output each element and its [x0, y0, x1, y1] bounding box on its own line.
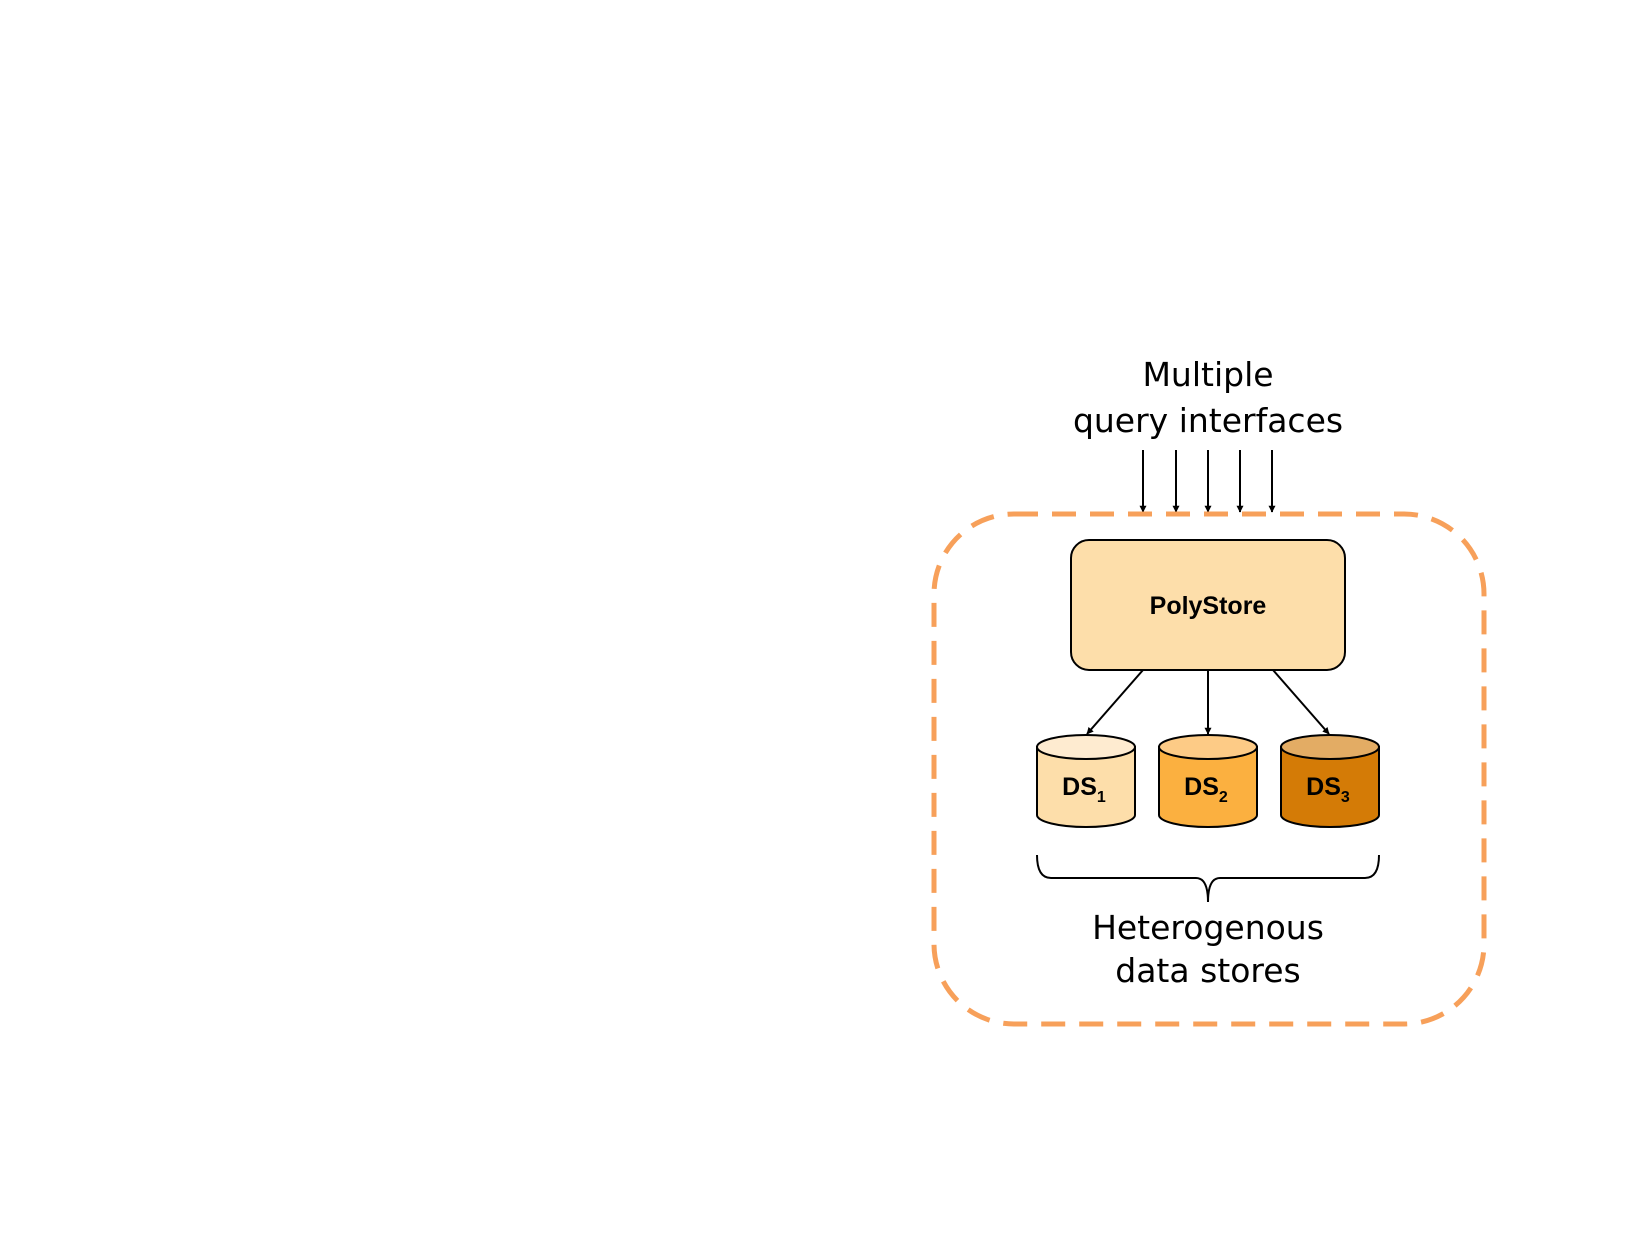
ds1-label-subscript: 1: [1097, 789, 1106, 806]
polystore-label: PolyStore: [1150, 592, 1267, 620]
ds3-label: DS3: [1306, 773, 1350, 806]
ds2-cylinder-body: [1158, 746, 1258, 828]
ds1-label-base: DS: [1062, 773, 1097, 801]
ds1-cylinder-top: [1036, 734, 1136, 760]
arrow-to-ds3: [1272, 669, 1330, 735]
ds3-label-subscript: 3: [1341, 789, 1350, 806]
ds2-label-base: DS: [1184, 773, 1219, 801]
ds1-label: DS1: [1062, 773, 1106, 806]
data-store-ds3: DS3: [1280, 734, 1380, 828]
ds3-cylinder-top: [1280, 734, 1380, 760]
ds1-cylinder-body: [1036, 746, 1136, 828]
caption-query-interfaces: query interfaces: [1073, 401, 1343, 440]
ds2-cylinder-top: [1158, 734, 1258, 760]
data-store-ds2: DS2: [1158, 734, 1258, 828]
polystore-boundary: [931, 511, 1487, 1027]
data-stores-brace: [1036, 854, 1380, 903]
ds2-label-subscript: 2: [1219, 789, 1228, 806]
arrow-to-ds1: [1086, 669, 1144, 735]
store-arrows: [1086, 669, 1330, 735]
caption-multiple: Multiple: [1142, 355, 1273, 394]
query-interface-arrows: [1139, 450, 1276, 513]
data-store-ds1: DS1: [1036, 734, 1136, 828]
ds3-label-base: DS: [1306, 773, 1341, 801]
ds2-label: DS2: [1184, 773, 1228, 806]
caption-heterogenous: Heterogenous: [1092, 908, 1324, 947]
caption-data-stores: data stores: [1115, 951, 1300, 990]
ds3-cylinder-body: [1280, 746, 1380, 828]
